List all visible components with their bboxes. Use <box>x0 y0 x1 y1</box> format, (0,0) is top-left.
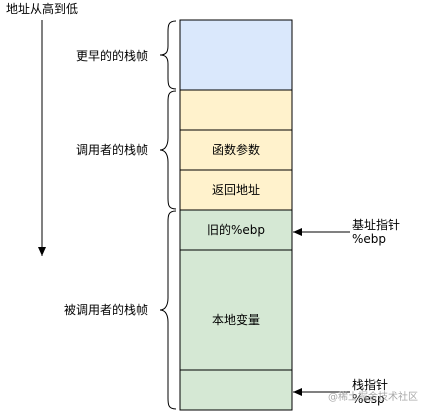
stack-cell-earlier-frame <box>179 19 293 91</box>
brace-callee-frame <box>159 210 177 410</box>
ebp-pointer-title: 基址指针 <box>352 217 400 232</box>
cell-label-return-address: 返回地址 <box>212 183 260 197</box>
cell-label-arguments: 函数参数 <box>212 142 260 157</box>
esp-pointer-register: %esp <box>352 392 385 406</box>
frame-label-callee: 被调用者的栈帧 <box>64 302 148 317</box>
ebp-pointer-register: %ebp <box>352 232 386 246</box>
watermark: @稀土掘金技术社区 <box>328 390 418 403</box>
stack-cell-stack-top <box>179 369 293 411</box>
frame-label-earlier: 更早的的栈帧 <box>76 48 148 63</box>
brace-caller-frame <box>159 90 177 210</box>
frame-label-caller: 调用者的栈帧 <box>76 142 148 157</box>
stack-column <box>179 19 293 411</box>
cell-label-local-variables: 本地变量 <box>212 312 260 327</box>
direction-label: 地址从高到低 <box>6 1 78 16</box>
esp-pointer-title: 栈指针 <box>352 377 388 392</box>
cell-label-old-ebp: 旧的%ebp <box>207 222 265 237</box>
stack-cell-return-address <box>179 169 293 211</box>
stack-cell-local-variables <box>179 249 293 371</box>
brace-earlier-frame <box>159 20 177 90</box>
stack-cell-caller-top <box>179 89 293 131</box>
